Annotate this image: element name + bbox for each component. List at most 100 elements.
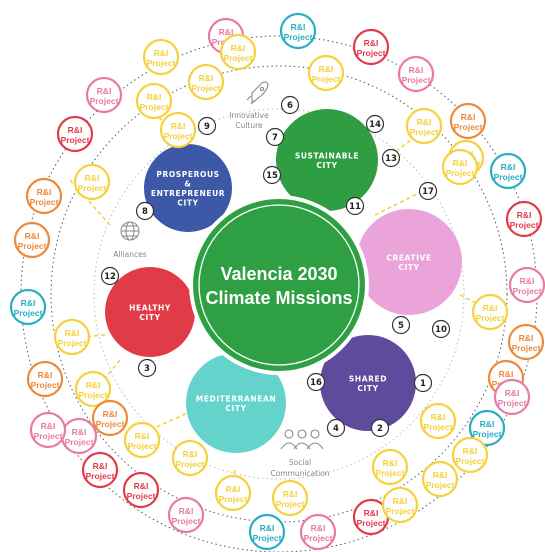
project-bubble-ring xyxy=(13,221,51,259)
number-marker-label: 5 xyxy=(398,321,404,331)
social-communication-label-line-1: Social xyxy=(289,458,311,467)
project-label-line-1: R&I xyxy=(68,125,83,135)
connector xyxy=(374,189,426,216)
city-circle xyxy=(320,335,416,431)
project-label-line-1: R&I xyxy=(461,112,476,122)
number-marker-6: 6 xyxy=(280,95,300,115)
city-label: MEDITERRANEAN xyxy=(196,394,276,403)
project-label-line-1: R&I xyxy=(85,173,100,183)
number-marker-11: 11 xyxy=(345,196,365,216)
project-bubble-ring xyxy=(74,370,112,408)
number-marker-7: 7 xyxy=(265,127,285,147)
number-marker-ring xyxy=(262,165,282,185)
project-label-line-1: R&I xyxy=(517,210,532,220)
project-label-line-1: R&I xyxy=(199,73,214,83)
project-bubble-ring xyxy=(159,111,197,149)
project-bubble-ring xyxy=(352,28,390,66)
orbit-ring-inner xyxy=(50,65,508,523)
number-marker-17: 17 xyxy=(418,181,438,201)
project-label-line-2: Project xyxy=(147,58,176,68)
project-bubble-ring xyxy=(219,33,257,71)
project-bubble-ring xyxy=(123,421,161,459)
project-bubble-ring xyxy=(53,318,91,356)
project-label-line-2: Project xyxy=(357,48,386,58)
project-label-line-2: Project xyxy=(473,429,502,439)
project-bubble-ring xyxy=(505,200,543,238)
project-label-line-1: R&I xyxy=(505,388,520,398)
project-label-line-1: R&I xyxy=(431,412,446,422)
number-marker-label: 2 xyxy=(377,424,383,434)
alliances-label: Alliances xyxy=(113,250,146,259)
project-label-line-2: Project xyxy=(253,533,282,543)
project-label-line-1: R&I xyxy=(93,461,108,471)
project-label-line-2: Project xyxy=(513,286,542,296)
project-label-line-2: Project xyxy=(58,338,87,348)
project-label-line-2: Project xyxy=(410,127,439,137)
project-label-line-1: R&I xyxy=(65,328,80,338)
project-label-line-1: R&I xyxy=(103,409,118,419)
project-label-line-2: Project xyxy=(494,172,523,182)
city-label: HEALTHY xyxy=(129,303,171,312)
project-bubble-ring xyxy=(279,12,317,50)
number-marker-ring xyxy=(345,196,365,216)
project-bubble-ring xyxy=(73,163,111,201)
project-label-line-2: Project xyxy=(510,220,539,230)
project-label-line-1: R&I xyxy=(179,506,194,516)
project-label-line-1: R&I xyxy=(25,231,40,241)
rocket-icon xyxy=(246,81,269,105)
city-circle xyxy=(276,109,378,211)
number-marker-9: 9 xyxy=(197,116,217,136)
project-label-line-1: R&I xyxy=(383,458,398,468)
project-bubble-ring xyxy=(171,439,209,477)
project-label-line-1: R&I xyxy=(135,431,150,441)
project-label-line-2: Project xyxy=(127,491,156,501)
project-label-line-2: Project xyxy=(424,422,453,432)
number-marker-label: 12 xyxy=(104,272,116,282)
project-label-line-1: R&I xyxy=(311,523,326,533)
number-marker-label: 1 xyxy=(420,379,426,389)
city-label: CITY xyxy=(316,161,337,170)
project-label-line-1: R&I xyxy=(520,276,535,286)
project-bubble-ring xyxy=(26,360,64,398)
project-label-line-2: Project xyxy=(140,102,169,112)
project-label-line-2: Project xyxy=(426,480,455,490)
number-marker-label: 16 xyxy=(310,378,322,388)
project-label-line-1: R&I xyxy=(519,333,534,343)
project-bubble-ring xyxy=(371,448,409,486)
number-marker-14: 14 xyxy=(365,114,385,134)
project-label-line-2: Project xyxy=(61,135,90,145)
project-label-line-2: Project xyxy=(34,431,63,441)
project-label-line-2: Project xyxy=(18,241,47,251)
project-label-line-2: Project xyxy=(446,168,475,178)
number-marker-label: 8 xyxy=(142,207,148,217)
project-label-line-2: Project xyxy=(357,518,386,528)
project-label-line-2: Project xyxy=(79,390,108,400)
project-label-line-1: R&I xyxy=(154,48,169,58)
project-label-line-1: R&I xyxy=(226,484,241,494)
project-bubble-ring xyxy=(299,513,337,551)
project-bubble-ring xyxy=(451,436,489,474)
project-label-line-1: R&I xyxy=(72,427,87,437)
project-label-line-1: R&I xyxy=(501,162,516,172)
project-label-line-1: R&I xyxy=(364,508,379,518)
project-label-line-2: Project xyxy=(476,313,505,323)
center-disc xyxy=(189,195,369,375)
